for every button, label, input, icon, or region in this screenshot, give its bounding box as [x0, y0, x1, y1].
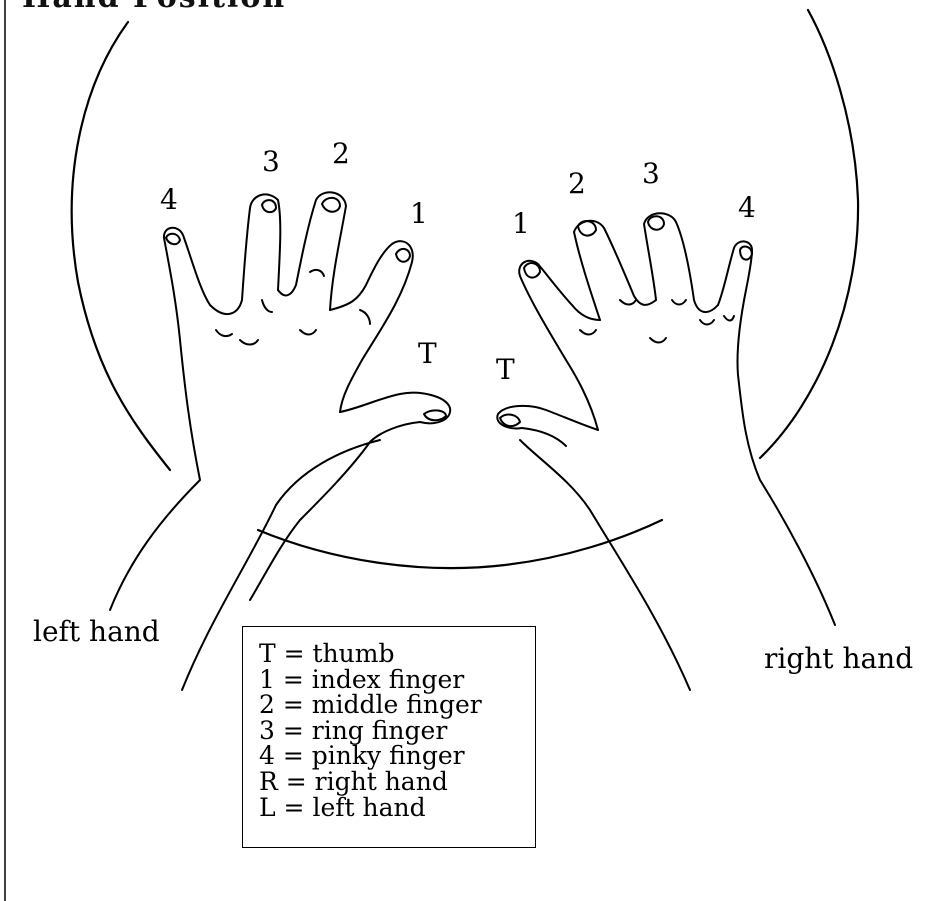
right-middle-label: 2 — [568, 170, 586, 198]
right-hand-drawing — [497, 213, 835, 690]
right-index-label: 1 — [512, 210, 530, 238]
right-ring-label: 3 — [642, 160, 660, 188]
left-pinky-label: 4 — [160, 186, 178, 214]
legend-item-index: 1 = index finger — [259, 667, 535, 693]
legend-item-pinky: 4 = pinky finger — [259, 743, 535, 769]
left-middle-label: 2 — [332, 140, 350, 168]
left-hand-label: left hand — [33, 618, 160, 646]
drum-circle — [72, 10, 858, 568]
legend-item-right-hand: R = right hand — [259, 769, 535, 795]
left-index-label: 1 — [410, 200, 428, 228]
right-pinky-label: 4 — [738, 194, 756, 222]
right-hand-label: right hand — [764, 645, 913, 673]
legend-item-ring: 3 = ring finger — [259, 718, 535, 744]
legend-item-left-hand: L = left hand — [259, 795, 535, 821]
legend-item-thumb: T = thumb — [259, 641, 535, 667]
left-hand-drawing — [110, 192, 450, 690]
left-thumb-label: T — [418, 340, 437, 368]
right-thumb-label: T — [496, 356, 515, 384]
legend-box: T = thumb 1 = index finger 2 = middle fi… — [242, 626, 536, 848]
left-ring-label: 3 — [262, 148, 280, 176]
legend-item-middle: 2 = middle finger — [259, 692, 535, 718]
